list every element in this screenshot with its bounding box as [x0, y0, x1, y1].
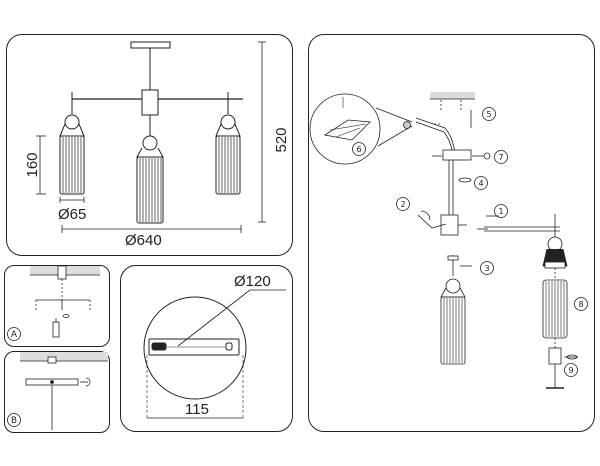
callout-8: 8 — [578, 300, 583, 309]
chandelier-drawing — [59, 41, 243, 224]
step-b-letter: B — [11, 416, 17, 426]
canopy-diameter-label: Ø120 — [234, 273, 271, 290]
span-width-label: Ø640 — [125, 232, 162, 249]
shade-left — [59, 135, 85, 195]
bulb-ball-right — [220, 114, 236, 130]
callout-2: 2 — [400, 200, 405, 209]
step-a-letter: A — [11, 330, 18, 340]
canopy-drawing — [143, 289, 286, 420]
shade-top-center — [136, 147, 164, 158]
ceiling-canopy — [130, 41, 171, 49]
callout-5: 5 — [486, 110, 491, 119]
plate-width-label: 115 — [185, 401, 209, 418]
dimension-lines — [36, 41, 266, 233]
bulb-ball-left — [64, 114, 80, 130]
shade-height-label: 160 — [24, 152, 41, 177]
screwdriver-icon — [52, 321, 60, 338]
shade-center — [136, 156, 164, 224]
bulb-ball-center — [142, 135, 158, 151]
nut-icon — [483, 152, 491, 160]
step-a-drawing — [30, 265, 100, 338]
callout-6: 6 — [356, 145, 361, 154]
canopy-part — [442, 149, 472, 161]
shade-top-right — [215, 123, 241, 137]
callout-7: 7 — [498, 153, 503, 162]
height-total-label: 520 — [273, 127, 290, 152]
callout-1: 1 — [498, 207, 503, 216]
callout-4: 4 — [478, 179, 483, 188]
shade-diameter-label: Ø65 — [58, 206, 86, 223]
center-hub — [141, 89, 159, 116]
assembly-drawing — [309, 92, 578, 389]
callout-3: 3 — [484, 264, 489, 273]
canopy-circle — [143, 296, 247, 400]
mount-step-b-panel — [4, 351, 110, 433]
callout-circles — [7, 107, 588, 427]
zoom-circle — [309, 93, 381, 165]
shade-top-left — [59, 123, 85, 137]
callout-9: 9 — [568, 366, 573, 375]
shade-right — [215, 135, 241, 195]
step-b-drawing — [20, 352, 108, 430]
